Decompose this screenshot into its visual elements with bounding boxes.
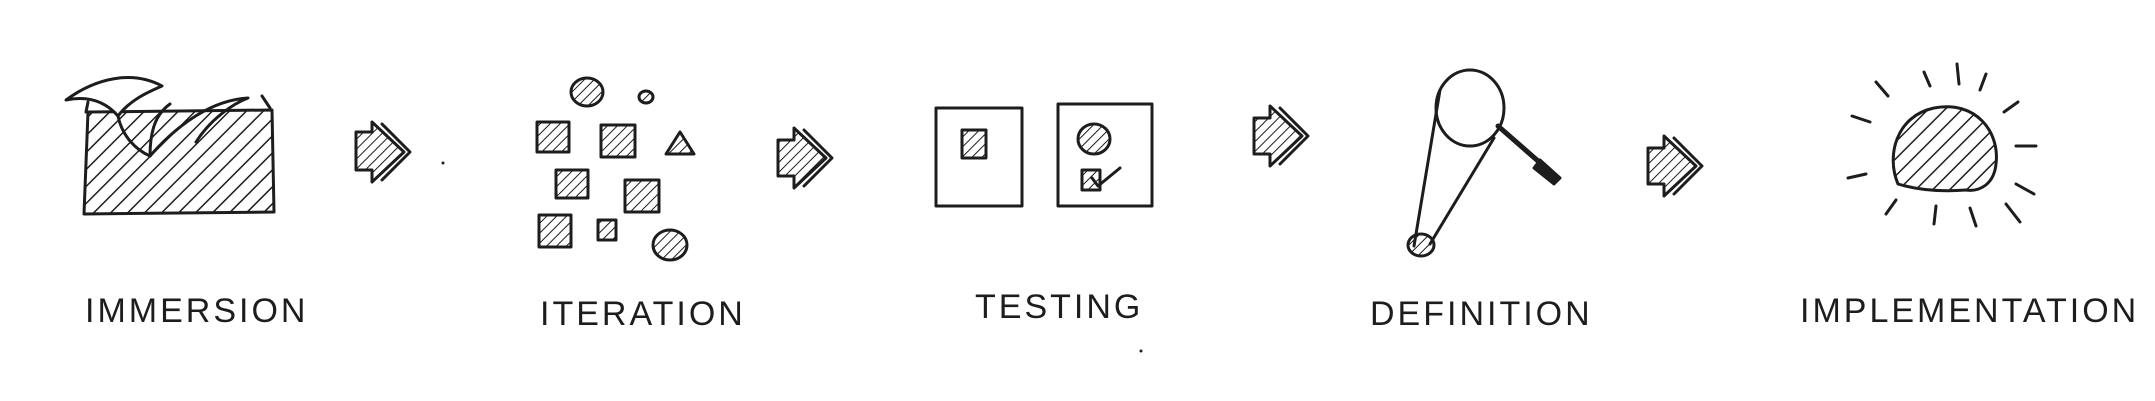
label-implementation: IMPLEMENTATION	[1800, 292, 2139, 330]
sun-icon	[1846, 62, 2038, 228]
arrow-1-icon	[354, 120, 412, 184]
ink-dot	[441, 161, 445, 165]
label-immersion: IMMERSION	[85, 292, 308, 330]
label-testing: TESTING	[975, 288, 1143, 326]
magnifier-icon	[1406, 68, 1562, 258]
arrow-2-icon	[776, 126, 834, 190]
ink-dot	[1139, 349, 1143, 353]
book-icon	[64, 76, 276, 216]
label-iteration: ITERATION	[540, 295, 746, 333]
scattered-shapes-icon	[535, 76, 696, 262]
arrow-3-icon	[1252, 104, 1310, 168]
label-definition: DEFINITION	[1370, 295, 1593, 333]
test-panels-icon	[934, 102, 1154, 208]
arrow-4-icon	[1646, 134, 1704, 198]
